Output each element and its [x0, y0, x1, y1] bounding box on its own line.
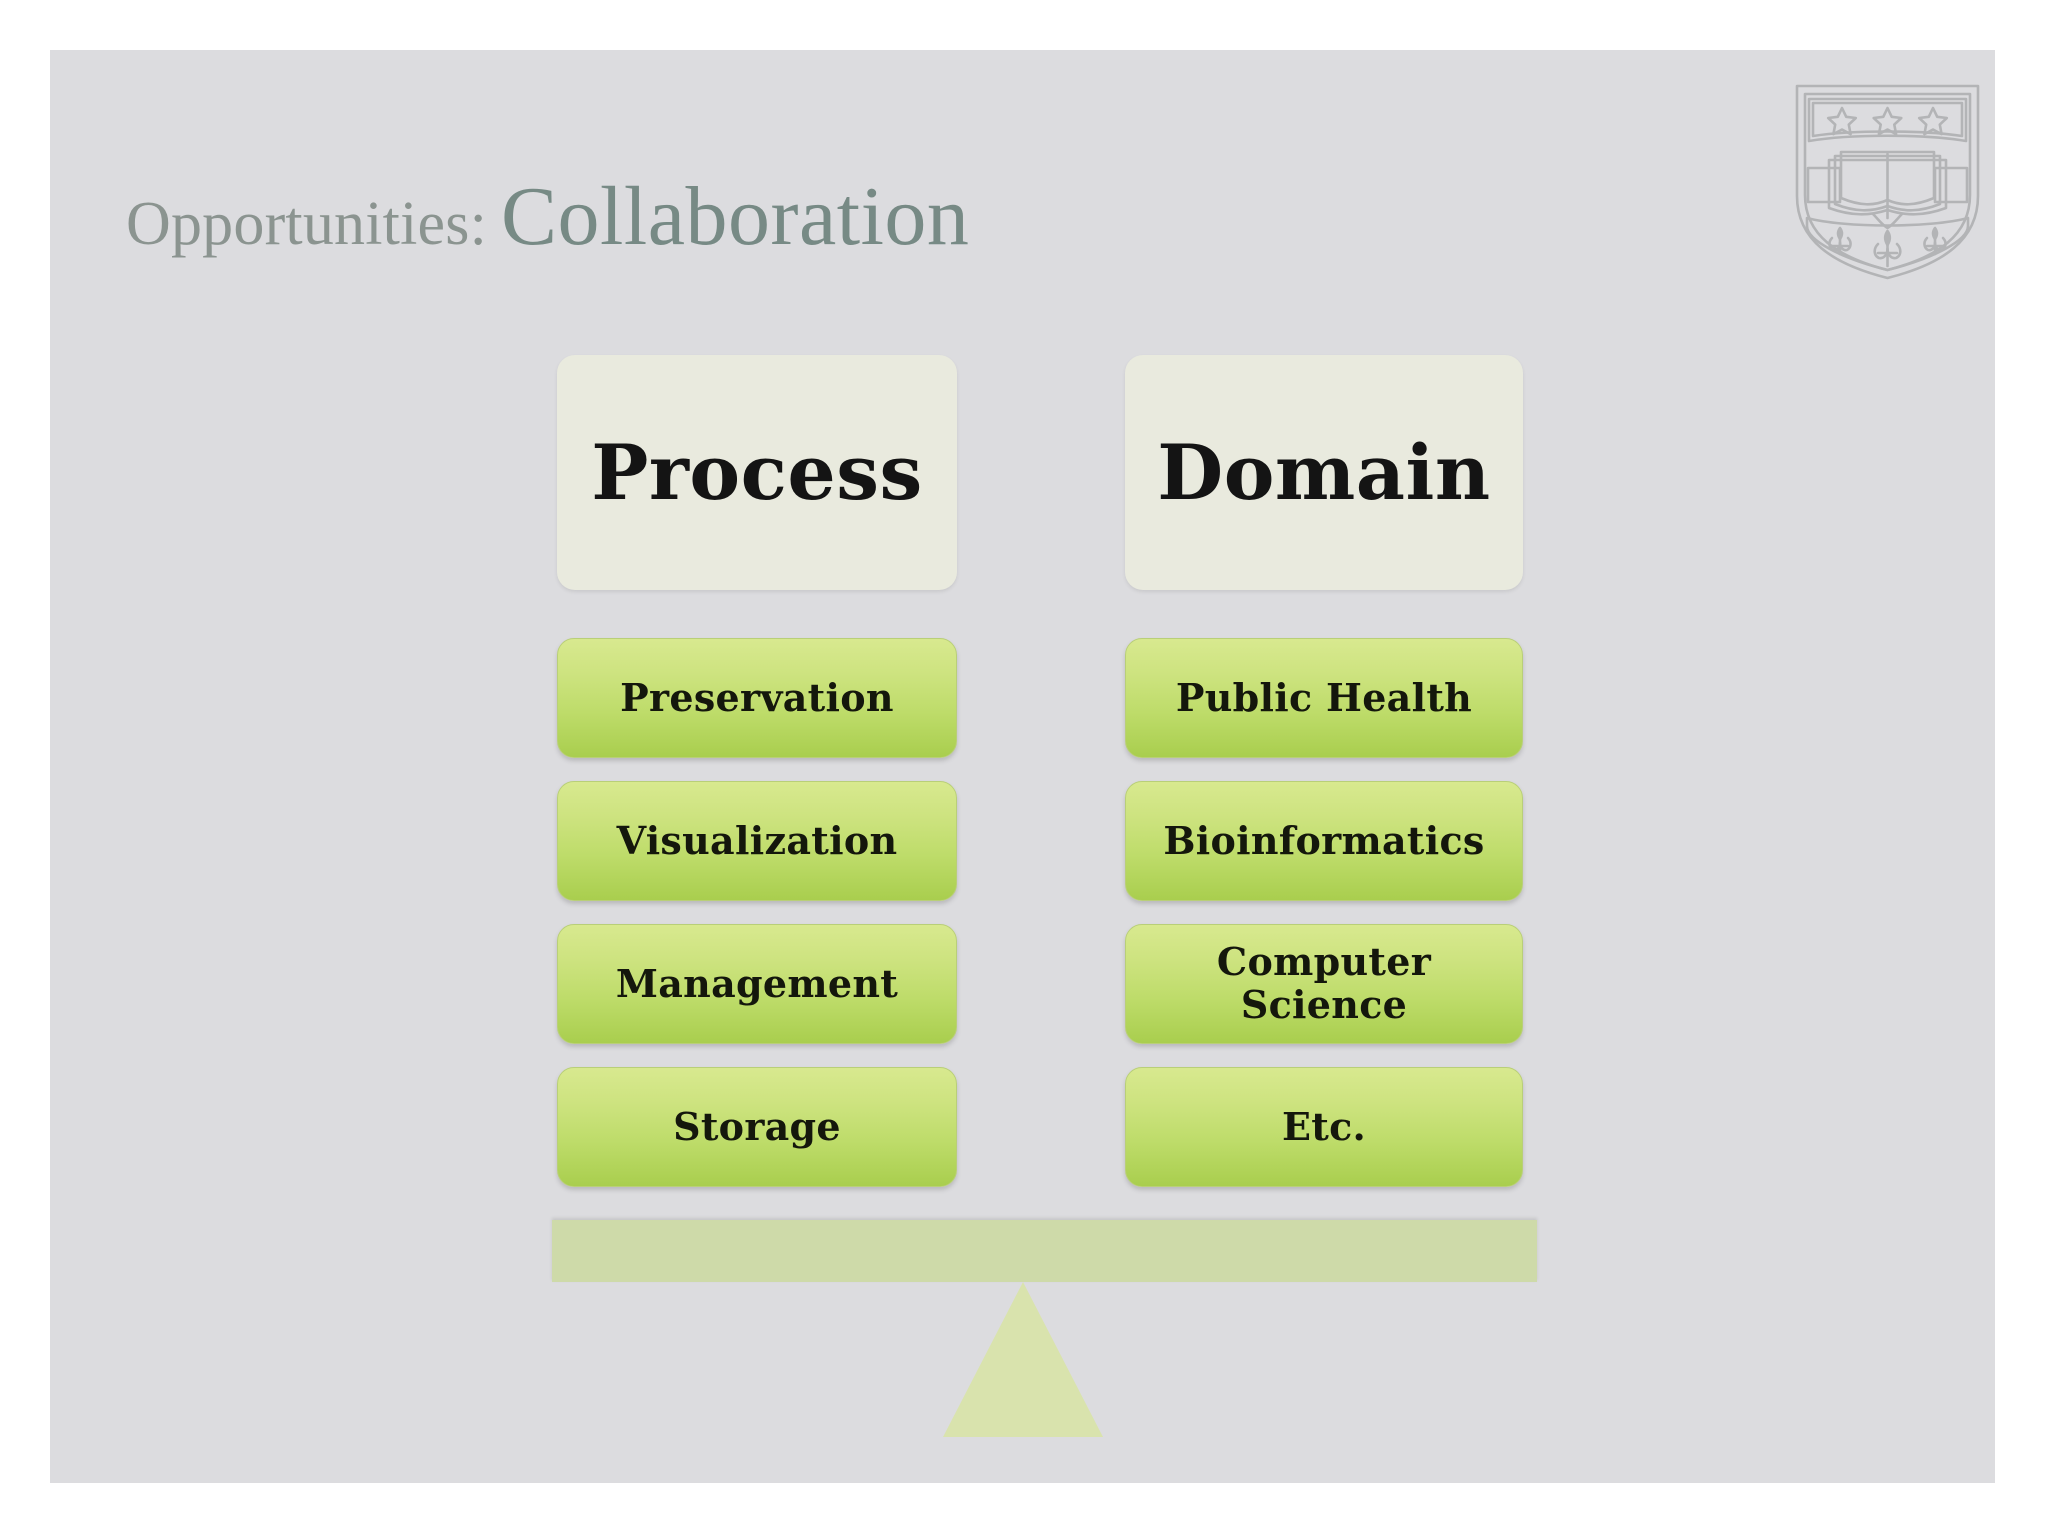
pill-label: Etc. [1281, 1103, 1367, 1149]
pill-preservation[interactable]: Preservation [557, 638, 957, 758]
column-header-process: Process [557, 355, 957, 590]
title-main: Collaboration [501, 170, 970, 263]
column-header-label: Process [591, 428, 923, 517]
university-crest-icon [1785, 68, 1990, 283]
pill-list-process: Preservation Visualization Management St… [557, 638, 957, 1187]
seesaw-beam [552, 1220, 1537, 1282]
page-title: Opportunities:Collaboration [126, 168, 969, 265]
pill-label: Preservation [620, 674, 894, 720]
pill-visualization[interactable]: Visualization [557, 781, 957, 901]
title-prefix: Opportunities: [126, 190, 487, 258]
pill-label: Storage [673, 1103, 841, 1149]
column-header-domain: Domain [1125, 355, 1523, 590]
column-header-label: Domain [1157, 428, 1491, 517]
seesaw-fulcrum-triangle [943, 1282, 1103, 1437]
column-domain: Domain Public Health Bioinformatics Comp… [1125, 355, 1523, 1210]
pill-label: Visualization [616, 817, 898, 863]
pill-public-health[interactable]: Public Health [1125, 638, 1523, 758]
pill-management[interactable]: Management [557, 924, 957, 1044]
pill-bioinformatics[interactable]: Bioinformatics [1125, 781, 1523, 901]
pill-label: Public Health [1175, 674, 1473, 720]
pill-label: Management [615, 960, 899, 1006]
pill-storage[interactable]: Storage [557, 1067, 957, 1187]
slide-canvas: Opportunities:Collaboration [50, 50, 1995, 1483]
column-process: Process Preservation Visualization Manag… [557, 355, 957, 1210]
pill-etc[interactable]: Etc. [1125, 1067, 1523, 1187]
pill-label: Bioinformatics [1163, 817, 1485, 863]
